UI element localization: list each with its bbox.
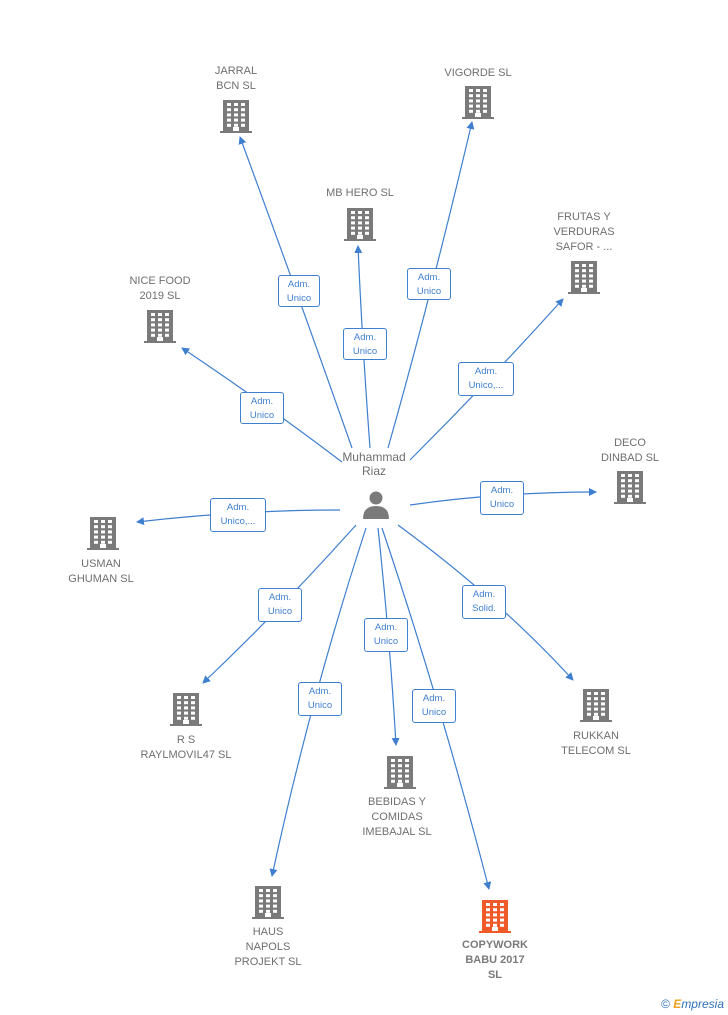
building-icon-usman[interactable] [87, 517, 119, 550]
edge-label-nicefood[interactable]: Adm. Unico [240, 392, 284, 424]
company-label-vigorde[interactable]: VIGORDE SL [444, 67, 512, 79]
company-label-mbhero[interactable]: MB HERO SL [326, 187, 394, 199]
building-icon-haus[interactable] [252, 886, 284, 919]
company-label-deco[interactable]: DECO DINBAD SL [600, 437, 660, 464]
company-label-copywork[interactable]: COPYWORK BABU 2017 SL [462, 939, 528, 981]
building-icon-copywork[interactable] [479, 900, 511, 933]
edge-label-frutas[interactable]: Adm. Unico,... [458, 362, 514, 396]
copyright-symbol: © [661, 997, 670, 1011]
edge-label-haus[interactable]: Adm. Unico [298, 682, 342, 716]
edge-label-jarral[interactable]: Adm. Unico [278, 275, 320, 307]
company-label-haus[interactable]: HAUS NAPOLS PROJEKT SL [234, 926, 302, 968]
edge-label-bebidas[interactable]: Adm. Unico [364, 618, 408, 652]
edge-label-rs[interactable]: Adm. Unico [258, 588, 302, 622]
company-label-frutas[interactable]: FRUTAS Y VERDURAS SAFOR - ... [553, 211, 615, 253]
company-label-usman[interactable]: USMAN GHUMAN SL [68, 558, 134, 585]
building-icon-nicefood[interactable] [144, 310, 176, 343]
center-person-label: Muhammad Riaz [342, 450, 406, 478]
brand-logo-text: mpresia [681, 997, 724, 1011]
edge-label-rukkan[interactable]: Adm. Solid. [462, 585, 506, 619]
edge-label-mbhero[interactable]: Adm. Unico [343, 328, 387, 360]
building-icon-bebidas[interactable] [384, 756, 416, 789]
building-icon-rs[interactable] [170, 693, 202, 726]
edge-label-vigorde[interactable]: Adm. Unico [407, 268, 451, 300]
building-icon-mbhero[interactable] [344, 208, 376, 241]
company-label-rs[interactable]: R S RAYLMOVIL47 SL [140, 734, 232, 761]
edge-label-usman[interactable]: Adm. Unico,... [210, 498, 266, 532]
brand-logo-initial: E [673, 997, 682, 1011]
edge-label-copywork[interactable]: Adm. Unico [412, 689, 456, 723]
building-icon-deco[interactable] [614, 471, 646, 504]
edge-label-deco[interactable]: Adm. Unico [480, 481, 524, 515]
building-icon-jarral[interactable] [220, 100, 252, 133]
company-label-rukkan[interactable]: RUKKAN TELECOM SL [561, 730, 631, 757]
company-label-nicefood[interactable]: NICE FOOD 2019 SL [129, 275, 191, 302]
person-icon[interactable] [363, 491, 389, 520]
brand-footer: © Empresia [661, 997, 724, 1011]
building-icon-vigorde[interactable] [462, 86, 494, 119]
company-label-jarral[interactable]: JARRAL BCN SL [214, 65, 258, 92]
building-icon-rukkan[interactable] [580, 689, 612, 722]
building-icon-frutas[interactable] [568, 261, 600, 294]
company-label-bebidas[interactable]: BEBIDAS Y COMIDAS IMEBAJAL SL [362, 796, 432, 838]
